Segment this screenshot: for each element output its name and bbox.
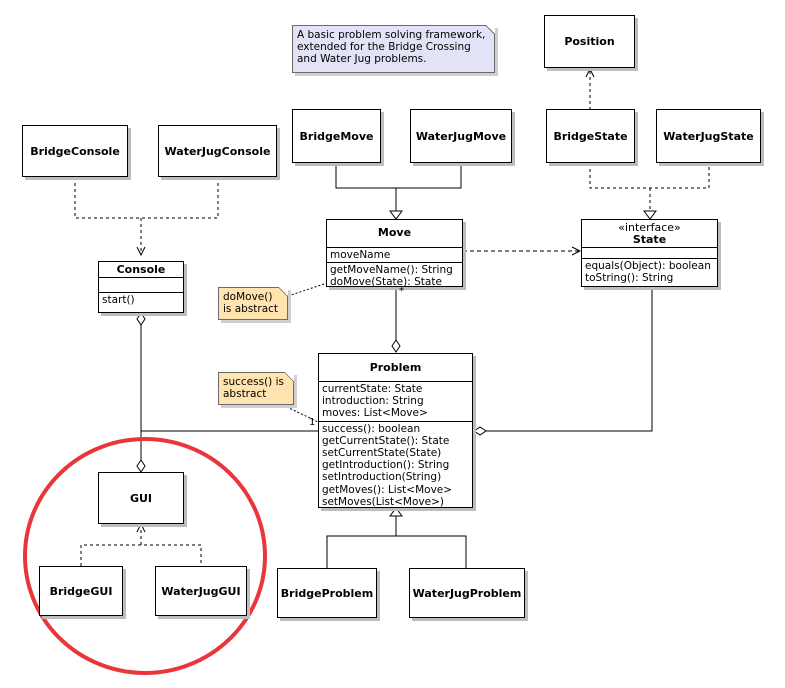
class-move-attributes: moveName xyxy=(327,247,462,262)
operation: toString(): String xyxy=(585,272,674,285)
class-bridge-console-name: BridgeConsole xyxy=(30,144,120,158)
class-gui[interactable]: GUI xyxy=(98,472,184,524)
agg-problem-state xyxy=(485,287,653,432)
attribute: moveName xyxy=(330,249,391,261)
class-bridge-move[interactable]: BridgeMove xyxy=(292,109,381,163)
class-waterjug-problem-name: WaterJugProblem xyxy=(412,586,522,600)
note-anchor-success xyxy=(282,404,319,423)
class-bridge-gui[interactable]: BridgeGUI xyxy=(39,566,123,616)
class-move-operations: getMoveName(): String doMove(State): Sta… xyxy=(327,262,462,289)
gen-problems-to-problem xyxy=(326,516,467,568)
operation: equals(Object): boolean xyxy=(585,260,711,272)
gen-arrow-problem xyxy=(389,507,403,517)
operation: setIntroduction(String) xyxy=(322,471,442,484)
class-console[interactable]: Console start() xyxy=(98,261,184,313)
class-problem[interactable]: Problem currentState: State introduction… xyxy=(318,353,473,508)
real-states-to-state xyxy=(589,163,710,211)
real-guis-to-gui xyxy=(80,524,202,566)
class-position[interactable]: Position xyxy=(544,15,635,68)
class-position-name: Position xyxy=(564,35,615,48)
note-domove-abstract: doMove() is abstract xyxy=(218,287,288,320)
class-problem-name: Problem xyxy=(369,361,422,374)
class-console-operations: start() xyxy=(99,292,183,307)
class-bridge-gui-name: BridgeGUI xyxy=(49,584,113,598)
operation: getMoveName(): String xyxy=(330,264,453,277)
class-waterjug-gui-name: WaterJugGUI xyxy=(161,584,241,598)
class-state-stereotype: «interface» xyxy=(618,221,681,234)
class-bridge-state-name: BridgeState xyxy=(553,129,628,143)
agg-diamond-problem-state xyxy=(473,426,487,436)
operation: setMoves(List<Move>) xyxy=(322,495,444,508)
class-bridge-problem-name: BridgeProblem xyxy=(280,586,374,600)
operation: doMove(State): State xyxy=(330,276,442,289)
note-anchor-domove xyxy=(287,282,328,297)
operation: setCurrentState(State) xyxy=(322,447,442,460)
real-arrow-state xyxy=(643,210,657,220)
agg-diamond-gui xyxy=(136,459,146,473)
class-problem-attributes: currentState: State introduction: String… xyxy=(319,381,472,421)
class-state-operations: equals(Object): boolean toString(): Stri… xyxy=(582,258,717,285)
multiplicity-problem: 1 xyxy=(309,417,316,428)
class-move[interactable]: Move moveName getMoveName(): String doMo… xyxy=(326,219,463,289)
attribute: moves: List<Move> xyxy=(322,407,428,420)
class-state[interactable]: «interface» State equals(Object): boolea… xyxy=(581,219,718,287)
class-state-name: State xyxy=(632,233,667,246)
class-bridge-problem[interactable]: BridgeProblem xyxy=(277,568,377,618)
agg-diamond-problem-move xyxy=(391,339,401,353)
class-move-name: Move xyxy=(377,226,412,239)
class-waterjug-move-name: WaterJugMove xyxy=(415,129,507,143)
attribute: introduction: String xyxy=(322,395,424,408)
class-waterjug-state[interactable]: WaterJugState xyxy=(656,109,761,163)
note-domove-text: doMove() is abstract xyxy=(223,291,279,315)
class-state-attributes xyxy=(582,247,717,258)
class-waterjug-problem[interactable]: WaterJugProblem xyxy=(409,568,525,618)
note-success-text: success() is abstract xyxy=(223,376,284,400)
class-waterjug-console-name: WaterJugConsole xyxy=(164,144,271,158)
class-waterjug-state-name: WaterJugState xyxy=(663,129,754,143)
multiplicity-move: * xyxy=(399,286,404,297)
operation: success(): boolean xyxy=(322,422,421,435)
operation: start() xyxy=(102,294,135,306)
class-console-name: Console xyxy=(116,263,166,276)
class-bridge-move-name: BridgeMove xyxy=(299,129,374,143)
operation: getMoves(): List<Move> xyxy=(322,483,453,496)
class-waterjug-gui[interactable]: WaterJugGUI xyxy=(155,566,247,616)
class-bridge-state[interactable]: BridgeState xyxy=(546,109,635,163)
framework-note-text: A basic problem solving framework, exten… xyxy=(297,29,486,65)
operation: getCurrentState(): State xyxy=(322,434,450,447)
class-problem-operations: success(): boolean getCurrentState(): St… xyxy=(319,420,472,509)
framework-note: A basic problem solving framework, exten… xyxy=(292,25,495,73)
class-waterjug-console[interactable]: WaterJugConsole xyxy=(158,125,277,177)
class-state-header: «interface» State xyxy=(582,220,717,247)
class-gui-name: GUI xyxy=(129,491,153,505)
gen-moves-to-move xyxy=(335,163,462,211)
class-waterjug-move[interactable]: WaterJugMove xyxy=(410,109,512,163)
note-success-abstract: success() is abstract xyxy=(218,372,294,405)
class-bridge-console[interactable]: BridgeConsole xyxy=(22,125,128,177)
gen-arrow-move xyxy=(389,210,403,220)
highlight-circle xyxy=(23,437,267,675)
attribute: currentState: State xyxy=(322,383,423,395)
agg-diamond-console xyxy=(136,312,146,326)
class-console-attributes xyxy=(99,277,183,292)
operation: getIntroduction(): String xyxy=(322,459,450,472)
real-consoles-to-console xyxy=(74,177,219,255)
